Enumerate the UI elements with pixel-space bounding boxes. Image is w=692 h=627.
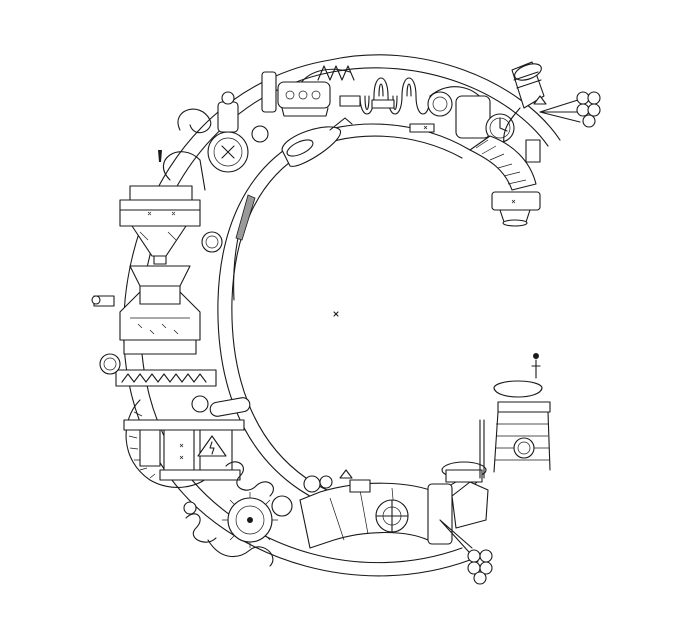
bottom-elbow-pipe <box>299 461 489 549</box>
top-coiled-tubes <box>339 77 435 133</box>
bottom-spring-coils <box>185 461 274 567</box>
lower-left-valve-cylinder <box>191 395 251 417</box>
right-bowl-tower <box>479 353 551 479</box>
bottom-right-cable-bundle <box>439 519 493 585</box>
top-bellows-spring <box>261 65 355 117</box>
inner-pipe-arc <box>217 123 481 516</box>
upper-left-round-gauge <box>207 91 249 173</box>
left-small-gauges <box>91 231 223 375</box>
upper-left-wires <box>158 108 212 191</box>
top-right-cable-bundle <box>525 91 601 163</box>
x-marks <box>147 125 516 460</box>
bottom-small-fixtures <box>183 469 371 515</box>
upper-capsule-tube <box>251 117 353 167</box>
left-hopper-funnel <box>119 185 201 265</box>
top-right-gauge-valve <box>427 86 515 143</box>
left-hourglass-flask <box>119 265 201 355</box>
lower-left-tank <box>123 419 245 481</box>
left-heating-coil <box>115 369 217 387</box>
bottom-gear-cluster <box>222 475 321 548</box>
right-flexible-hose <box>469 135 541 227</box>
